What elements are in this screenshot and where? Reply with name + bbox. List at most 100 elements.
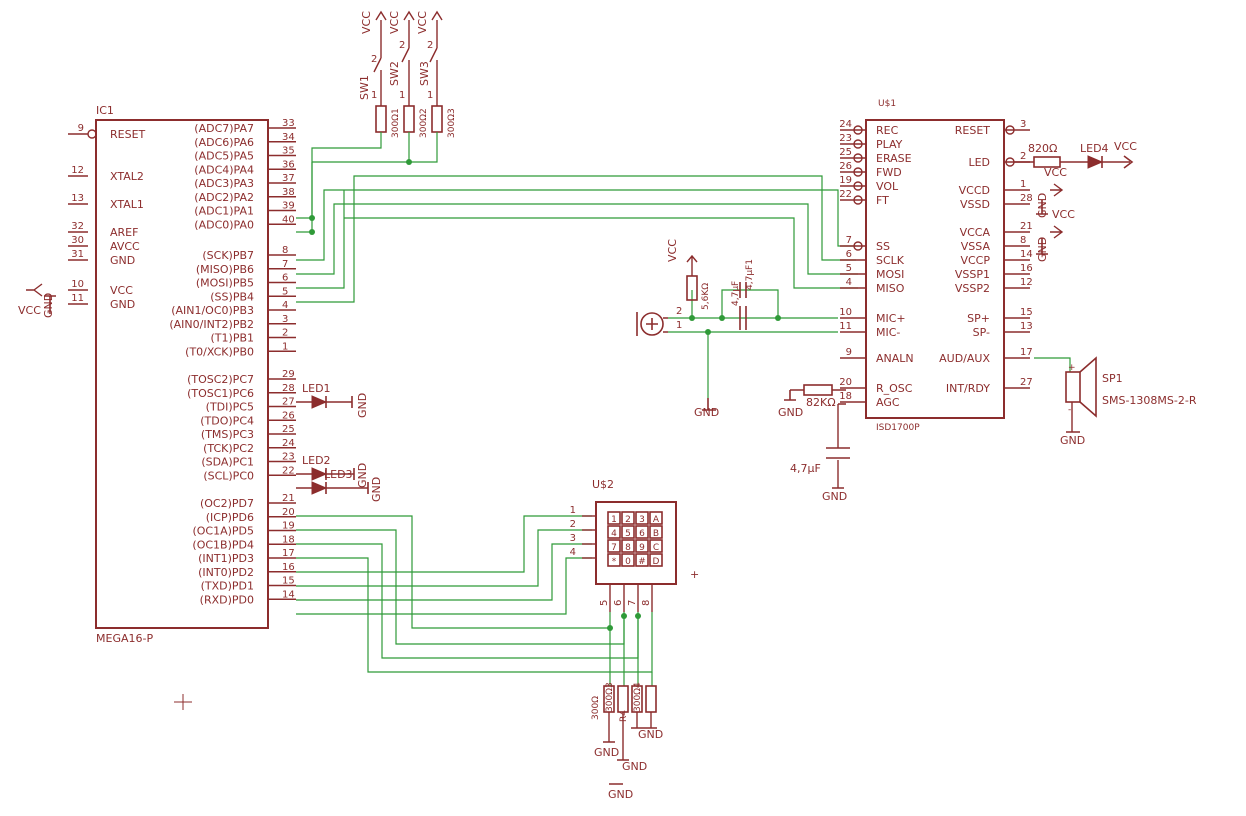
net-mosi (296, 203, 858, 275)
net-pd7 (296, 515, 611, 629)
u1-pin-label: LED (968, 156, 990, 169)
u1-pin-number: 25 (839, 147, 852, 158)
u1-pin-label: MIC- (876, 326, 900, 339)
u1-pin-number: 22 (839, 189, 852, 200)
u1-pin-number: 6 (846, 249, 852, 260)
led4-chain: 820Ω LED4 VCC VCC (1014, 140, 1137, 179)
ic1-pin-number: 13 (71, 193, 84, 204)
ic1-pin-number: 39 (282, 201, 295, 212)
sw3-pin2: 2 (427, 40, 433, 51)
keypad-key (607, 539, 621, 553)
ic1-pin-label: (ADC0)PA0 (194, 218, 254, 231)
u1-pin-label: AUD/AUX (939, 352, 990, 365)
nets (296, 132, 1071, 686)
kres-label-1: 300Ω (591, 696, 601, 720)
keypad-key (621, 539, 635, 553)
speaker-gnd: GND (1060, 434, 1085, 447)
u1-pin-number: 26 (839, 161, 852, 172)
ic1-pin-label: AREF (110, 226, 138, 239)
ic1-pin-label: (TOSC1)PC6 (187, 387, 254, 400)
ic1-pin-number: 7 (282, 259, 288, 270)
ic1-pin-number: 8 (282, 245, 288, 256)
u1-pin-number: 1 (1020, 179, 1026, 190)
keypad-key-label: 8 (625, 543, 631, 553)
u1-body (865, 119, 1005, 419)
agc-gnd: GND (822, 490, 847, 503)
ic1-pin-number: 4 (282, 300, 288, 311)
u1-pin-label: VCCD (959, 184, 990, 197)
keypad-key-label: B (653, 529, 659, 539)
u1-pin-label: RESET (955, 124, 991, 137)
ic1-pin-label: (ADC2)PA2 (194, 191, 254, 204)
res3-label: 300Ω3 (447, 108, 457, 138)
res1-label: 300Ω1 (391, 108, 401, 138)
ic1-pin-number: 20 (282, 507, 295, 518)
kres-gnd-4: GND (608, 788, 633, 801)
ic1-pin-number: 40 (282, 214, 295, 225)
u1-pin-number: 20 (839, 377, 852, 388)
keypad-key (635, 525, 649, 539)
speaker-minus: - (1068, 405, 1071, 415)
ic1-value: MEGA16-P (96, 632, 153, 645)
ic1-pin-label: (OC1B)PD4 (192, 538, 254, 551)
ic1-pin-number: 3 (282, 314, 288, 325)
u1-pin-label: SS (876, 240, 890, 253)
led4-label: LED4 (1080, 142, 1109, 155)
keypad-col-pin-number: 8 (641, 600, 652, 606)
ic1-pin-number: 31 (71, 249, 84, 260)
mic-gnd: GND (694, 406, 719, 419)
ic1-pin-number: 23 (282, 452, 295, 463)
ic1-pin-label: (ADC3)PA3 (194, 177, 254, 190)
ic1-pin-label: GND (110, 298, 135, 311)
keypad-key-label: 9 (639, 543, 645, 553)
ic1-pin-number: 36 (282, 159, 295, 170)
ic1-pin-number: 19 (282, 521, 295, 532)
switch-sw2: 2 1 VCC (388, 10, 415, 106)
speaker-plus: + (1068, 363, 1076, 373)
u1-pin-label: VCCP (960, 254, 990, 267)
u1-pin-label: INT/RDY (946, 382, 990, 395)
u1-pin-number: 14 (1020, 249, 1033, 260)
keypad-key (607, 525, 621, 539)
switch-sw3: 2 1 VCC (416, 10, 443, 106)
ic1-pin-label: (TXD)PD1 (201, 580, 254, 593)
rosc-gnd: GND (778, 406, 803, 419)
u1-inversion-bubble (853, 139, 863, 149)
ic1-pin-number: 1 (282, 341, 288, 352)
u1-pin-number: 7 (846, 235, 852, 246)
led1-gnd: GND (356, 393, 369, 418)
ic1-pin-label: (ADC1)PA1 (194, 205, 254, 218)
keypad-key-label: * (612, 557, 617, 567)
u1-gnd-1: GND (1036, 193, 1049, 218)
ic1-pin-number: 33 (282, 118, 295, 129)
mic-vcc: VCC (666, 239, 679, 262)
net-pd5 (296, 543, 639, 659)
ic1-pin-label: (TDO)PC4 (200, 414, 254, 427)
ic1-pin-number: 38 (282, 187, 295, 198)
keypad-key (635, 511, 649, 525)
led2-led3: LED2 LED3 GND GND (296, 454, 383, 502)
ic1-pin-label: (OC1A)PD5 (192, 525, 254, 538)
microphone-icon (640, 312, 664, 336)
keypad-key (621, 525, 635, 539)
u1-pin-number: 27 (1020, 377, 1033, 388)
u1-pin-label: VSSP1 (955, 268, 990, 281)
vcc-arrow-icon (26, 283, 43, 297)
u1-pin-number: 17 (1020, 347, 1033, 358)
net-pd4 (296, 557, 653, 673)
u1-pin-number: 23 (839, 133, 852, 144)
ic1-pin-label: (T0/XCK)PB0 (185, 345, 254, 358)
u1-pin-number: 8 (1020, 235, 1026, 246)
keypad-col-pin-number: 5 (599, 600, 610, 606)
keypad-key-label: C (653, 543, 659, 553)
u1-pin-label: SP- (973, 326, 990, 339)
ic1-pin-label: (RXD)PD0 (200, 593, 254, 606)
net-pa0-sw (296, 132, 438, 233)
switch-bank: SW1 SW2 SW3 2 1 VCC 2 1 VCC 2 1 VCC 300Ω… (358, 10, 457, 138)
